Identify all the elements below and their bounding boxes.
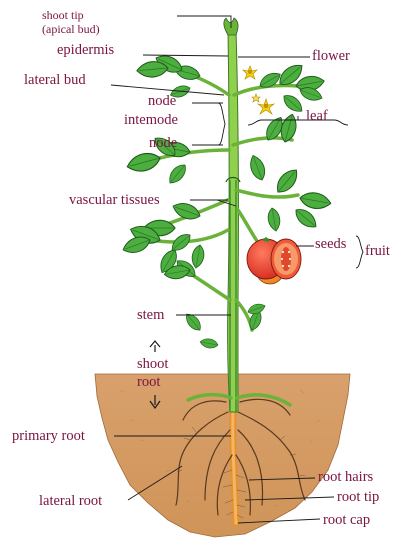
tomato-fruit <box>247 237 301 284</box>
lateral-bud-label: lateral bud <box>24 73 86 88</box>
root-hairs-label: root hairs <box>318 470 373 485</box>
shoot-tip-label: shoot tip <box>42 9 84 21</box>
fruit-label: fruit <box>365 244 390 259</box>
node-upper-label: node <box>148 94 176 109</box>
primary-root-label: primary root <box>12 429 85 444</box>
internode-label: intemode <box>124 113 178 128</box>
flower-label: flower <box>312 49 350 64</box>
root-label: root <box>137 375 160 390</box>
shoot-label: shoot <box>137 357 168 372</box>
vascular-tissues-label: vascular tissues <box>69 193 160 208</box>
stem-label: stem <box>137 308 164 323</box>
epidermis-label: epidermis <box>57 43 114 58</box>
lateral-root-label: lateral root <box>39 494 102 509</box>
root-tip-label: root tip <box>337 490 379 505</box>
apical-bud-label: (apical bud) <box>42 23 100 35</box>
soil <box>95 374 350 537</box>
main-stem <box>224 18 240 412</box>
leaf-label: leaf <box>306 109 328 124</box>
seeds-label: seeds <box>315 237 346 252</box>
root-cap-label: root cap <box>323 513 370 528</box>
node-lower-label: node <box>149 136 177 151</box>
